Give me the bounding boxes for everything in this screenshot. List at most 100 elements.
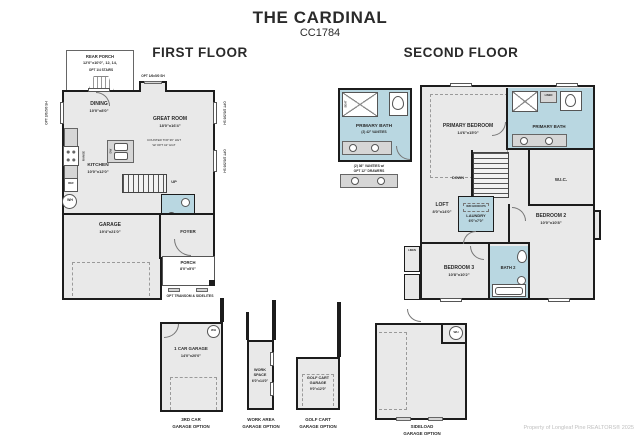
opt2-work-area-outline	[247, 340, 274, 410]
caption-opt3-line2: GARAGE OPTION	[299, 423, 337, 429]
laundry-outline	[458, 196, 494, 232]
dim-label-bedroom3: 10'8"x10'2"	[448, 271, 470, 277]
wall-stub	[337, 302, 341, 357]
refrigerator-icon	[64, 178, 78, 192]
stairs-up-icon	[122, 174, 167, 193]
stairs-down-icon	[473, 152, 509, 198]
porch-outline	[162, 256, 215, 286]
garage-door-dashed	[302, 374, 334, 406]
window-icon	[450, 83, 472, 87]
bedroom2-window-bay	[593, 210, 601, 240]
sidelite-window-icon	[196, 288, 208, 292]
dim-label-rear-porch: 12'0"x10'0", 12, 14,	[83, 61, 117, 65]
shower-icon	[342, 92, 378, 117]
room-label-opt1: 1 CAR GARAGE	[174, 346, 208, 351]
seat-label: SEAT	[343, 100, 348, 108]
opt4-sideload-outline	[375, 323, 467, 420]
dim-label-great-room: 18'0"x16'4"	[159, 122, 181, 128]
linen-closet	[540, 91, 557, 103]
window-icon	[88, 88, 110, 92]
interior-wall	[506, 88, 508, 150]
down-label: DOWN	[451, 176, 465, 180]
dim-label-dining: 10'0"x8'0"	[89, 107, 109, 113]
garage-door-dashed	[379, 332, 407, 410]
first-floor-heading: FIRST FLOOR	[152, 45, 248, 60]
interior-wall	[528, 150, 530, 206]
room-label-loft: LOFT	[435, 202, 449, 208]
sink-icon	[114, 143, 128, 151]
wh-label: WH	[67, 197, 73, 202]
dim-label-primary-bedroom: 14'6"x15'0"	[457, 129, 479, 135]
sink-icon	[371, 144, 379, 152]
dim-label-garage: 19'4"x21'0"	[99, 228, 121, 234]
window-icon	[440, 298, 462, 302]
toilet-icon	[392, 96, 404, 110]
interior-wall	[441, 325, 443, 344]
dishwasher-label: DW	[108, 148, 113, 154]
watermark: Property of Longleaf Pine REALTORS® 2025	[523, 425, 634, 431]
water-heater-icon	[62, 194, 77, 209]
toilet-icon	[517, 250, 527, 263]
caption-opt1-line1: 3RD CAR	[181, 417, 201, 422]
door-swing-icon	[407, 309, 421, 322]
plan-code: CC1784	[299, 27, 341, 39]
dim-label-bedroom2: 10'0"x10'8"	[540, 219, 562, 225]
interior-wall	[488, 244, 490, 300]
room-label-primary-bath: PRIMARY BATH	[532, 124, 566, 129]
window-icon	[428, 417, 443, 421]
window-icon	[556, 83, 578, 87]
wh-label: WH	[453, 329, 459, 334]
caption-opt2-line2: GARAGE OPTION	[242, 423, 280, 429]
linen2-label: LINEN	[408, 249, 416, 252]
interior-wall	[441, 342, 465, 344]
room-label-opt3-line2: GARAGE	[309, 381, 327, 386]
note-wd-hookups: W/D HOOKUPS	[466, 204, 486, 208]
caption-opt2-line1: WORK AREA	[247, 417, 275, 422]
range-icon	[63, 146, 79, 166]
garage-outline	[62, 213, 162, 300]
dim-label-laundry: 6'0"x7'0"	[468, 218, 484, 223]
dim-label-opt1: 14'0"x20'0"	[180, 353, 202, 358]
range-label: RANGE	[81, 150, 86, 162]
window-icon	[60, 102, 64, 124]
sink-icon	[545, 136, 553, 145]
interior-wall	[528, 244, 530, 300]
wall-stub	[246, 312, 249, 340]
interior-wall	[508, 148, 595, 150]
room-label-bath2: BATH 2	[500, 265, 516, 270]
room-label-opt3-line1: GOLF CART	[306, 376, 330, 380]
dim-label-porch: 8'0"x5'0"	[180, 267, 196, 271]
caption-opt1-line2: GARAGE OPTION	[172, 423, 210, 429]
window-icon	[548, 298, 570, 302]
second-floor-heading: SECOND FLOOR	[403, 45, 519, 60]
closet-annex	[404, 274, 420, 300]
room-label-bedroom2: BEDROOM 2	[535, 213, 567, 219]
room-label-opt-primary-bath: PRIMARY BATH	[355, 124, 393, 129]
sink-icon	[114, 152, 128, 160]
note-opt-window-top: OPT 1/6x5/0 SH	[141, 73, 165, 78]
bay-window-icon	[144, 81, 162, 84]
room-label-garage: GARAGE	[99, 222, 121, 228]
porch-post	[209, 280, 215, 286]
room-label-foyer: FOYER	[180, 229, 196, 234]
sink-icon	[377, 177, 385, 185]
ref-label: REF	[68, 181, 74, 185]
room-label-porch: PORCH	[180, 260, 196, 265]
interior-wall	[471, 150, 473, 198]
opt3-golf-cart-outline	[296, 357, 340, 410]
window-icon	[213, 150, 217, 172]
room-label-wic: W.I.C.	[554, 177, 568, 182]
garage-door-dashed	[170, 377, 217, 410]
window-icon	[270, 382, 274, 396]
note-opt-window-right-1: OPT 2/6x5/0 SH	[222, 101, 227, 125]
room-label-opt2-line1: WORK	[253, 368, 267, 372]
room-label-laundry: LAUNDRY	[466, 213, 486, 218]
up-label: UP	[171, 179, 177, 184]
shower-icon	[512, 91, 538, 112]
wall-stub	[272, 300, 276, 340]
caption-opt4-line2: GARAGE OPTION	[403, 430, 441, 436]
window-icon	[270, 352, 274, 366]
note-opt-window-left: OPT 2/6x5/0 SH	[44, 101, 49, 125]
note-rear-porch-opt-stairs: OPT 1/4 STAIRS	[88, 68, 114, 72]
